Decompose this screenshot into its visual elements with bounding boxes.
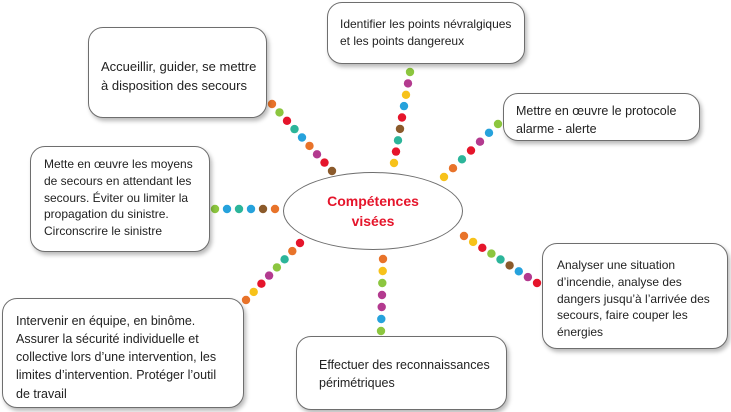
connector-dot [267, 99, 277, 109]
connector-dot [377, 290, 387, 300]
connector-dot [478, 243, 487, 252]
skill-box-text: Mettre en œuvre le protocole alarme - al… [516, 104, 677, 137]
connector-dot [295, 238, 305, 248]
connector-dot [393, 136, 403, 145]
connector-dot [487, 249, 496, 258]
skill-box-text: Mette en œuvre les moyens de secours en … [44, 157, 193, 239]
skill-box-analyse-fire-situation: Analyser une situation d’incendie, analy… [542, 243, 728, 349]
connector-dot [401, 90, 411, 100]
skill-box-identify-hazard-points: Identifier les points névralgiques et le… [327, 2, 525, 64]
connector-dot [448, 164, 458, 173]
connector-dot [376, 326, 386, 336]
connector-dot [484, 128, 494, 137]
connector-dot [249, 287, 258, 297]
connector-dot [264, 271, 274, 280]
skill-box-text: Intervenir en équipe, en binôme. Assurer… [16, 314, 217, 401]
connector-dot [270, 204, 280, 214]
skill-box-welcome-guide-rescuers: Accueillir, guider, se mettre à disposit… [88, 27, 267, 118]
connector-dot [391, 147, 401, 156]
connector-dot [496, 255, 505, 264]
skill-box-implement-rescue-means: Mette en œuvre les moyens de secours en … [30, 146, 210, 252]
skill-box-alarm-alert-protocol: Mettre en œuvre le protocole alarme - al… [503, 93, 700, 141]
connector-dot [389, 158, 399, 168]
skill-box-team-intervention: Intervenir en équipe, en binôme. Assurer… [2, 298, 244, 408]
connector-dot [257, 279, 266, 288]
connector-dot [475, 137, 485, 146]
connector-dot [234, 204, 244, 214]
connector-dot [439, 172, 449, 182]
connector-dot [290, 124, 299, 134]
connector-dot [258, 204, 268, 214]
connector-dot [275, 108, 284, 117]
connector-dot [312, 150, 322, 159]
central-title: Compétences visées [327, 192, 419, 229]
connector-dot [222, 204, 232, 214]
connector-dot [280, 255, 289, 264]
connector-dot [399, 101, 409, 111]
connector-dot [378, 254, 388, 264]
connector-dot [305, 141, 314, 151]
connector-dot [459, 231, 469, 241]
connector-dot [523, 272, 533, 282]
connector-dot [514, 267, 523, 276]
connector-dot [457, 155, 467, 164]
connector-dot [405, 67, 415, 77]
connector-dot [395, 124, 405, 134]
connector-dot [377, 302, 386, 312]
skill-box-text: Effectuer des reconnaissances périmétriq… [319, 358, 490, 391]
connector-dot [327, 166, 337, 176]
connector-dot [505, 261, 514, 270]
skill-box-perimeter-reconnaissance: Effectuer des reconnaissances périmétriq… [296, 336, 507, 410]
connector-dot [403, 79, 413, 88]
connector-dot [246, 204, 256, 214]
connector-dot [297, 133, 307, 142]
connector-dot [378, 278, 387, 288]
connector-dot [377, 314, 386, 324]
skill-box-text: Accueillir, guider, se mettre à disposit… [101, 59, 257, 93]
connector-dot [320, 158, 329, 167]
connector-dot [468, 237, 478, 247]
connector-dot [378, 266, 387, 276]
connector-dot [241, 295, 251, 305]
connector-dot [493, 119, 503, 129]
central-ellipse-competences: Compétences visées [283, 172, 463, 250]
skill-box-text: Identifier les points névralgiques et le… [340, 17, 512, 49]
connector-dot [210, 204, 220, 214]
connector-dot [466, 146, 476, 155]
connector-dot [397, 113, 407, 122]
connector-dot [288, 246, 297, 256]
connector-dot [272, 263, 282, 272]
skill-box-text: Analyser une situation d’incendie, analy… [557, 258, 710, 340]
connector-dot [282, 116, 292, 126]
connector-dot [532, 278, 542, 288]
